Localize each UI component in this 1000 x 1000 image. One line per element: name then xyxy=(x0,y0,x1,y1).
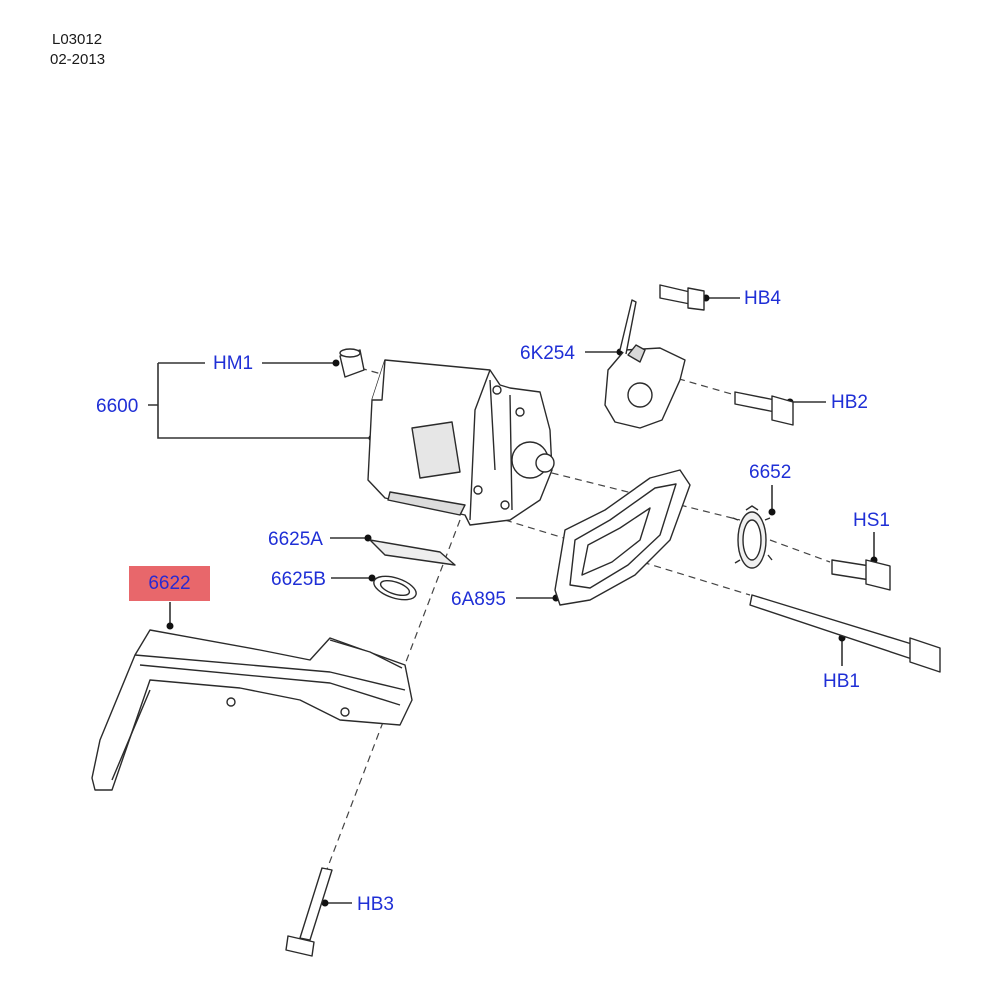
gear-6652 xyxy=(732,505,773,569)
gasket-6625a xyxy=(369,539,456,566)
callout-6622[interactable]: 6622 xyxy=(148,573,191,594)
leader-6600 xyxy=(148,362,372,439)
pickup-6622 xyxy=(91,629,413,791)
callout-6625b[interactable]: 6625B xyxy=(271,569,326,590)
oil-pump-housing xyxy=(367,359,553,526)
callout-6600[interactable]: 6600 xyxy=(96,396,139,417)
callout-6625a[interactable]: 6625A xyxy=(268,529,323,550)
stud-hs1 xyxy=(831,559,871,581)
callout-hb1[interactable]: HB1 xyxy=(823,671,860,692)
callout-6652[interactable]: 6652 xyxy=(749,462,792,483)
drawing-id: L03012 xyxy=(52,31,103,48)
bolt-hb1 xyxy=(749,594,916,661)
callout-hb4[interactable]: HB4 xyxy=(744,288,781,309)
callout-hs1[interactable]: HS1 xyxy=(853,510,890,531)
drawing-date: 02-2013 xyxy=(50,51,106,68)
callout-hb2[interactable]: HB2 xyxy=(831,392,868,413)
bolt-hb3 xyxy=(299,867,333,941)
selected-part-highlight[interactable]: 6622 xyxy=(129,566,210,601)
callout-hb3[interactable]: HB3 xyxy=(357,894,394,915)
bolt-hb4 xyxy=(659,284,691,305)
callout-6k254[interactable]: 6K254 xyxy=(520,343,575,364)
callout-hm1[interactable]: HM1 xyxy=(213,353,254,374)
bolt-hb2 xyxy=(734,391,776,413)
callout-6a895[interactable]: 6A895 xyxy=(451,589,506,610)
